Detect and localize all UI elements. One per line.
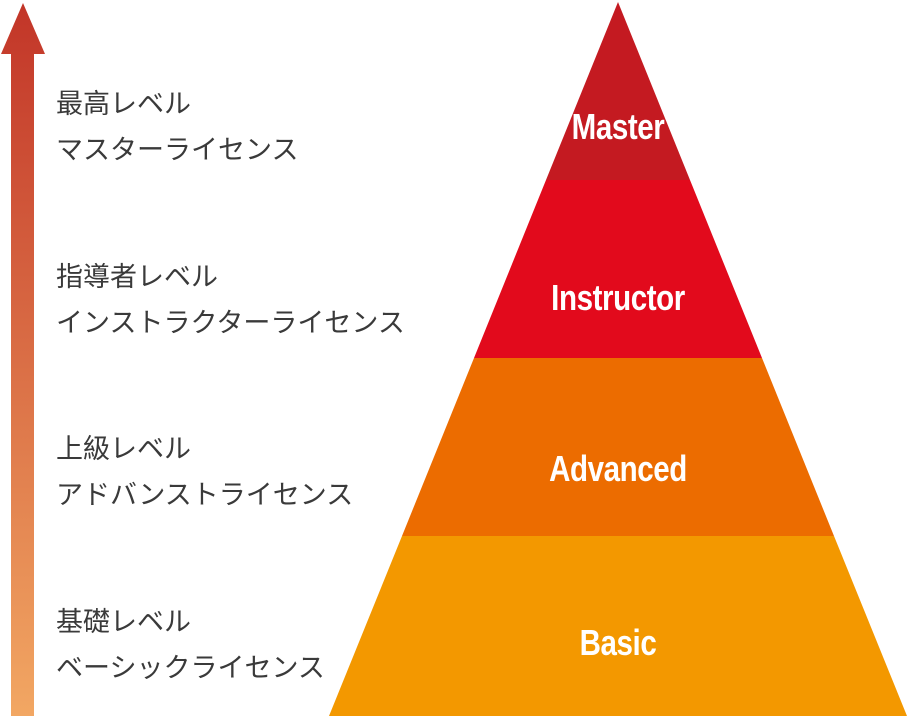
- tier-label-instructor: Instructor: [551, 277, 685, 318]
- side-label-master-level: 最高レベル: [56, 89, 191, 119]
- tier-basic-shape: [329, 536, 907, 716]
- side-label-basic: 基礎レベル ベーシックライセンス: [56, 599, 325, 691]
- tier-master-shape: [546, 2, 690, 180]
- level-up-arrow: [1, 3, 45, 716]
- tier-label-master: Master: [571, 106, 665, 147]
- side-label-master: 最高レベル マスターライセンス: [56, 81, 298, 173]
- side-label-advanced: 上級レベル アドバンストライセンス: [56, 426, 353, 518]
- tier-instructor-shape: [474, 180, 762, 358]
- side-label-basic-license: ベーシックライセンス: [56, 653, 325, 683]
- side-label-advanced-level: 上級レベル: [56, 434, 191, 464]
- tier-label-advanced: Advanced: [549, 448, 687, 489]
- tier-label-basic: Basic: [579, 622, 657, 663]
- side-label-advanced-license: アドバンストライセンス: [56, 480, 354, 510]
- side-label-master-license: マスターライセンス: [56, 135, 299, 165]
- up-arrow-icon: [1, 3, 45, 716]
- side-label-instructor: 指導者レベル インストラクターライセンス: [56, 254, 405, 346]
- side-label-basic-level: 基礎レベル: [56, 607, 191, 637]
- tier-advanced-shape: [402, 358, 834, 536]
- side-label-instructor-license: インストラクターライセンス: [56, 308, 405, 338]
- side-label-instructor-level: 指導者レベル: [56, 262, 218, 292]
